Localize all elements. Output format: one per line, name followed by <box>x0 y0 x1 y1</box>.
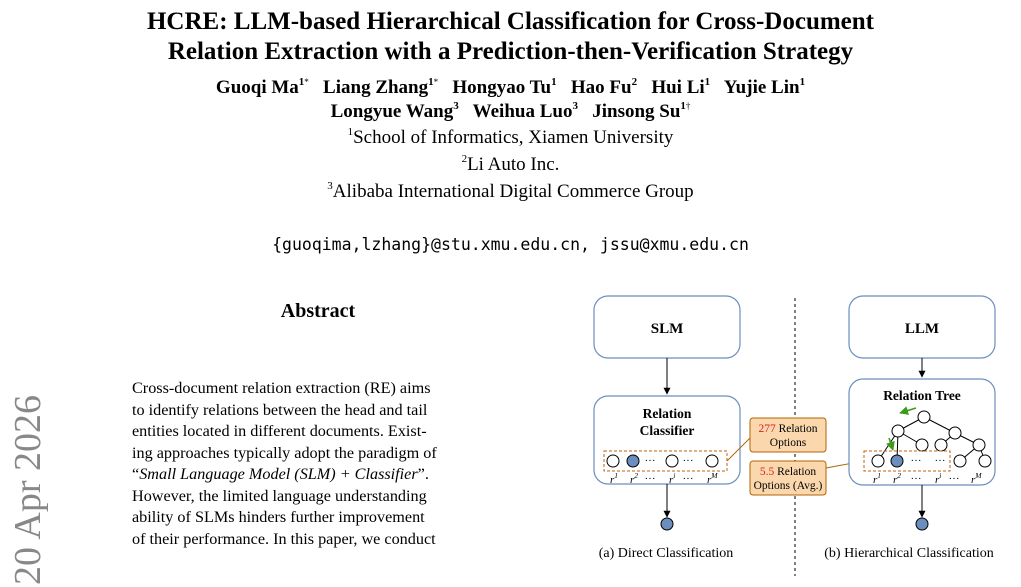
abstract-line: However, the limited language understand… <box>132 486 427 505</box>
affiliation-2: 2Li Auto Inc. <box>461 153 560 176</box>
tree-node <box>972 438 986 452</box>
tree-leaf-node <box>978 454 992 468</box>
title-line-2: Relation Extraction with a Prediction-th… <box>167 38 854 65</box>
callout-5-5-line2: Options (Avg.) <box>754 480 823 492</box>
slm-label: SLM <box>651 321 684 337</box>
ellipsis: ··· <box>645 455 656 467</box>
ellipsis: ··· <box>911 455 922 467</box>
author: Longyue Wang3 <box>330 100 459 123</box>
ellipsis: ··· <box>911 473 922 485</box>
author: Jinsong Su1† <box>592 100 691 123</box>
traversal-arrow <box>886 437 895 451</box>
r-label: rM <box>707 471 718 486</box>
options-dashed-box <box>863 450 951 472</box>
abstract-body: Cross-document relation extraction (RE) … <box>132 378 510 550</box>
r-label: ri <box>669 471 675 486</box>
arxiv-side-stamp: 20 Apr 2026 <box>7 395 49 585</box>
tree-leaf-node <box>953 454 967 468</box>
author: Hui Li1 <box>651 76 711 99</box>
tree-node <box>948 426 962 440</box>
abstract-heading: Abstract <box>280 300 356 322</box>
r-label: ri <box>935 471 941 486</box>
tree-node <box>891 424 905 438</box>
ellipsis: ··· <box>645 473 656 485</box>
relation-node-selected <box>626 454 640 468</box>
callout-277-line1: 277 Relation <box>758 423 817 435</box>
ellipsis: ··· <box>683 455 694 467</box>
abstract-line: to identify relations between the head a… <box>132 400 428 419</box>
author-emails[interactable]: {guoqima,lzhang}@stu.xmu.edu.cn, jssu@xm… <box>272 235 749 254</box>
affiliation-3: 3Alibaba International Digital Commerce … <box>327 180 694 203</box>
tree-node <box>934 438 948 452</box>
author-line-2: Longyue Wang3 Weihua Luo3 Jinsong Su1† <box>0 100 1021 123</box>
tree-node <box>915 438 929 452</box>
author: Weihua Luo3 <box>472 100 578 123</box>
abstract-line: Cross-document relation extraction (RE) … <box>132 379 431 397</box>
paper-title: HCRE: LLM-based Hierarchical Classificat… <box>0 7 1021 67</box>
r-label: r1 <box>610 471 618 486</box>
relation-tree-label: Relation Tree <box>883 388 961 403</box>
figure-1: SLM Relation Classifier ··· ··· r1 r2 ··… <box>560 290 1021 582</box>
affiliation-1: 1School of Informatics, Xiamen Universit… <box>347 126 674 149</box>
abstract-line: ing approaches typically adopt the parad… <box>132 443 437 462</box>
ellipsis: ··· <box>949 473 960 485</box>
callout-277 <box>749 417 827 453</box>
relation-labels-left: r1 r2 ··· ri ··· rM <box>610 471 718 486</box>
relation-node <box>665 454 679 468</box>
r-label: r2 <box>893 471 901 486</box>
author: Hongyao Tu1 <box>452 76 557 99</box>
abstract-line: ability of SLMs hinders further improvem… <box>132 508 425 526</box>
classifier-label-2: Classifier <box>640 423 695 438</box>
r-label: rM <box>971 471 982 486</box>
ellipsis: ··· <box>683 473 694 485</box>
r-label: r1 <box>873 471 881 486</box>
llm-label: LLM <box>905 321 939 337</box>
classifier-label-1: Relation <box>643 406 692 421</box>
relation-labels-right: r1 r2 ··· ri ··· rM <box>873 471 982 486</box>
output-node <box>915 517 929 531</box>
callout-5-5-line1: 5.5 Relation <box>760 466 816 478</box>
author: Hao Fu2 <box>570 76 638 99</box>
relation-node <box>705 454 719 468</box>
tree-root-node <box>917 410 931 424</box>
traversal-arrow <box>899 406 917 415</box>
author: Guoqi Ma1* <box>215 76 309 99</box>
ellipsis: ··· <box>935 455 946 467</box>
output-node <box>660 517 674 531</box>
tree-leaf-node-selected <box>890 454 904 468</box>
caption-left: (a) Direct Classification <box>599 546 734 561</box>
r-label: r2 <box>630 471 638 486</box>
author-line-1: Guoqi Ma1* Liang Zhang1* Hongyao Tu1 Hao… <box>0 76 1021 99</box>
callout-line <box>726 437 751 462</box>
tree-leaf-node <box>871 454 885 468</box>
author: Liang Zhang1* <box>323 76 439 99</box>
callout-5-5 <box>749 460 827 496</box>
figure-1-diagram: SLM Relation Classifier ··· ··· r1 r2 ··… <box>593 295 996 576</box>
abstract-line: of their performance. In this paper, we … <box>132 529 436 548</box>
abstract-line: entities located in different documents.… <box>132 422 427 440</box>
title-line-1: HCRE: LLM-based Hierarchical Classificat… <box>146 8 875 35</box>
callout-277-line2: Options <box>770 437 807 449</box>
relation-node <box>606 454 620 468</box>
author: Yujie Lin1 <box>723 76 806 99</box>
caption-right: (b) Hierarchical Classification <box>824 546 993 561</box>
abstract-line: “Small Language Model (SLM) + Classifier… <box>132 465 429 483</box>
